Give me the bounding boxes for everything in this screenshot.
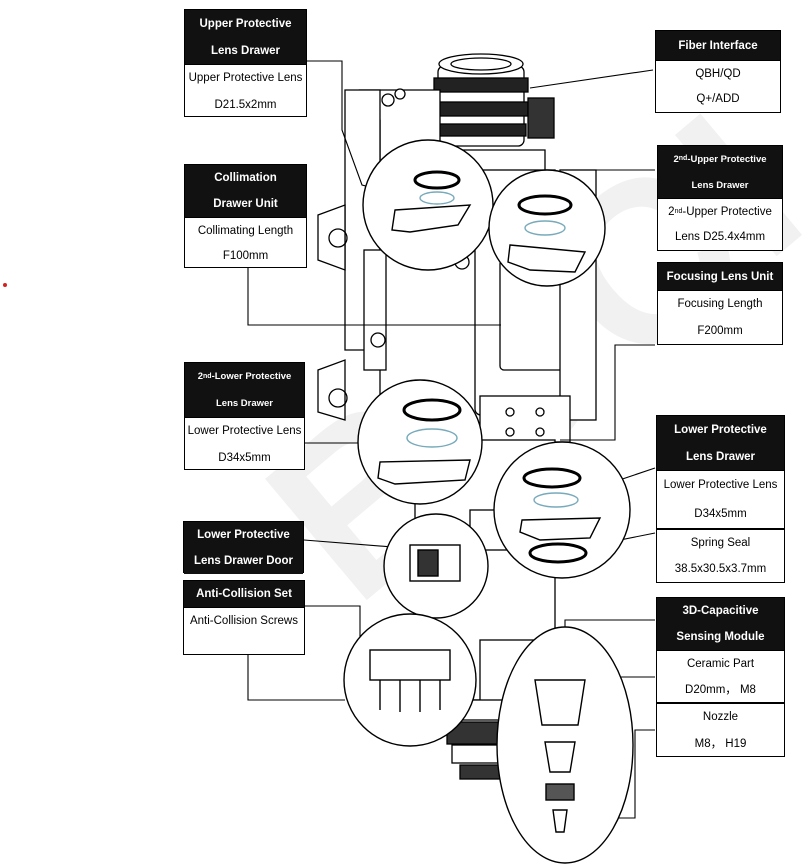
spring-seal-title: Spring Seal bbox=[690, 537, 751, 549]
red-dot-marker bbox=[3, 283, 7, 287]
nozzle-title: Nozzle bbox=[702, 711, 739, 723]
upper-drawer-title-line1: Upper Protective bbox=[185, 10, 306, 37]
label-focusing-lens-unit: Focusing Lens Unit Focusing Length F200m… bbox=[657, 262, 783, 345]
lower-drawer-title-line1: Lower Protective bbox=[657, 416, 784, 443]
anti-collision-title: Anti-Collision Set bbox=[184, 581, 304, 607]
sensing-detail-line1: Ceramic Part bbox=[657, 650, 784, 676]
parts bbox=[369, 170, 602, 833]
collimation-title-line1: Collimation bbox=[185, 165, 306, 191]
label-3d-capacitive-sensing-module: 3D-Capacitive Sensing Module Ceramic Par… bbox=[656, 597, 785, 703]
fiber-title: Fiber Interface bbox=[656, 31, 780, 60]
drawer-door-title-line1: Lower Protective bbox=[184, 522, 303, 548]
sensing-title-line2: Sensing Module bbox=[657, 624, 784, 650]
label-nozzle: Nozzle M8， H19 bbox=[656, 703, 785, 757]
upper-drawer-title-line2: Lens Drawer bbox=[185, 37, 306, 64]
label-collimation-drawer-unit: Collimation Drawer Unit Collimating Leng… bbox=[184, 164, 307, 268]
upper-drawer-detail-line1: Upper Protective Lens bbox=[185, 64, 306, 91]
focusing-detail-line2: F200mm bbox=[697, 324, 743, 337]
label-upper-protective-lens-drawer: Upper Protective Lens Drawer Upper Prote… bbox=[184, 9, 307, 117]
circle-nozzle bbox=[496, 626, 634, 864]
label-fiber-interface: Fiber Interface QBH/QD Q+/ADD bbox=[655, 30, 781, 113]
detail-circles bbox=[343, 139, 634, 864]
second-lower-detail-line1: Lower Protective Lens bbox=[185, 417, 304, 444]
lower-drawer-title-line2: Lens Drawer bbox=[657, 443, 784, 470]
second-lower-detail-line2: D34x5mm bbox=[218, 451, 271, 464]
nozzle-detail: M8， H19 bbox=[694, 738, 747, 750]
lower-drawer-detail-line2: D34x5mm bbox=[694, 507, 747, 520]
drawer-door-title-line2: Lens Drawer Door bbox=[184, 548, 303, 574]
label-spring-seal: Spring Seal 38.5x30.5x3.7mm bbox=[656, 529, 785, 583]
sensing-detail-line2: D20mm， M8 bbox=[685, 684, 756, 696]
circle-second-upper bbox=[488, 169, 606, 287]
circle-upper-drawer bbox=[362, 139, 494, 271]
second-upper-detail-line2: Lens D25.4x4mm bbox=[674, 231, 766, 243]
lower-drawer-detail-line1: Lower Protective Lens bbox=[657, 470, 784, 499]
fiber-detail-line2: Q+/ADD bbox=[696, 93, 740, 105]
label-anti-collision-set: Anti-Collision Set Anti-Collision Screws bbox=[183, 580, 305, 655]
second-upper-title-line2: Lens Drawer bbox=[658, 172, 782, 198]
focusing-detail-line1: Focusing Length bbox=[658, 290, 782, 317]
circle-lower-drawer bbox=[493, 441, 631, 579]
fiber-detail-line1: QBH/QD bbox=[656, 60, 780, 86]
collimation-detail-line1: Collimating Length bbox=[185, 217, 306, 243]
circle-second-lower bbox=[357, 379, 483, 505]
upper-drawer-detail-line2: D21.5x2mm bbox=[214, 98, 277, 111]
second-lower-title-line2: Lens Drawer bbox=[185, 390, 304, 417]
label-lower-protective-lens-drawer-door: Lower Protective Lens Drawer Door bbox=[183, 521, 304, 574]
label-lower-protective-lens-drawer: Lower Protective Lens Drawer Lower Prote… bbox=[656, 415, 785, 529]
collimation-title-line2: Drawer Unit bbox=[185, 191, 306, 217]
focusing-title: Focusing Lens Unit bbox=[658, 263, 782, 290]
sensing-title-line1: 3D-Capacitive bbox=[657, 598, 784, 624]
spring-seal-detail: 38.5x30.5x3.7mm bbox=[674, 563, 767, 575]
anti-collision-detail: Anti-Collision Screws bbox=[184, 607, 304, 634]
collimation-detail-line2: F100mm bbox=[222, 250, 269, 262]
